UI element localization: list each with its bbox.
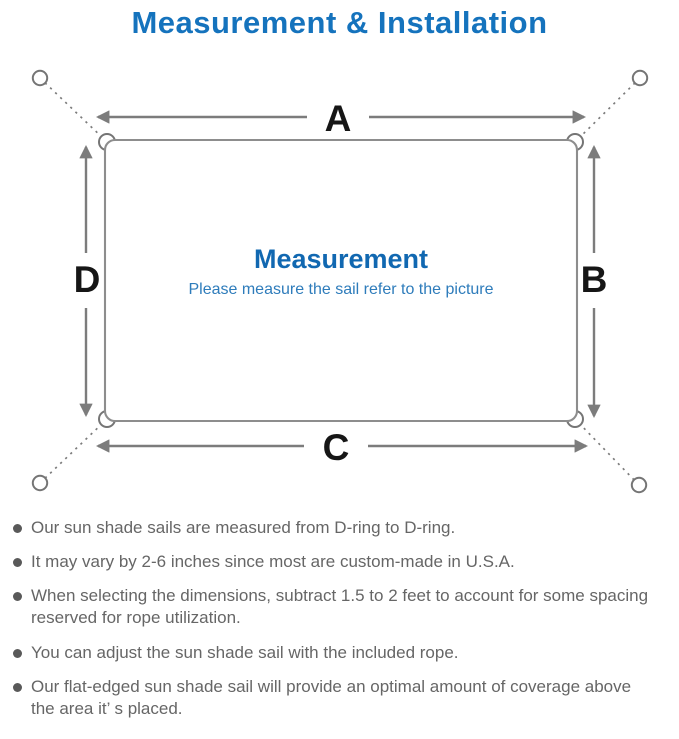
diagram-center-heading: Measurement xyxy=(254,244,428,274)
note-item: Our flat-edged sun shade sail will provi… xyxy=(11,676,671,720)
rope-line-bottom-right xyxy=(575,419,640,486)
sail-outline xyxy=(103,138,579,423)
note-text: Our sun shade sails are measured from D-… xyxy=(31,518,456,537)
measurement-diagram-svg: A C D B Measurement Please measure the s… xyxy=(31,69,649,494)
notes-list: Our sun shade sails are measured from D-… xyxy=(0,505,679,720)
anchor-ring-bottom-right xyxy=(630,476,648,494)
anchor-ring-bottom-left xyxy=(31,474,49,492)
rope-line-bottom-left xyxy=(39,419,107,484)
dim-label-c: C xyxy=(323,427,350,468)
bullet-icon xyxy=(13,558,22,567)
note-item: Our sun shade sails are measured from D-… xyxy=(11,517,671,539)
dim-label-d: D xyxy=(74,259,101,300)
bullet-icon xyxy=(13,683,22,692)
dim-label-b: B xyxy=(581,259,608,300)
note-item: It may vary by 2-6 inches since most are… xyxy=(11,551,671,573)
note-item: When selecting the dimensions, subtract … xyxy=(11,585,671,629)
note-item: You can adjust the sun shade sail with t… xyxy=(11,642,671,664)
diagram-center-subtext: Please measure the sail refer to the pic… xyxy=(188,281,493,298)
note-text: It may vary by 2-6 inches since most are… xyxy=(31,552,515,571)
note-text: When selecting the dimensions, subtract … xyxy=(31,586,649,627)
page-title: Measurement & Installation xyxy=(131,5,548,40)
rope-line-top-right xyxy=(575,77,641,142)
note-text: Our flat-edged sun shade sail will provi… xyxy=(31,677,632,718)
bullet-icon xyxy=(13,649,22,658)
note-text: You can adjust the sun shade sail with t… xyxy=(31,643,459,662)
anchor-ring-top-left xyxy=(31,69,49,87)
bullet-icon xyxy=(13,524,22,533)
rope-line-top-left xyxy=(39,77,107,142)
dim-label-a: A xyxy=(325,98,352,139)
bullet-icon xyxy=(13,592,22,601)
anchor-ring-top-right xyxy=(631,69,649,87)
measurement-diagram: A C D B Measurement Please measure the s… xyxy=(0,50,679,505)
